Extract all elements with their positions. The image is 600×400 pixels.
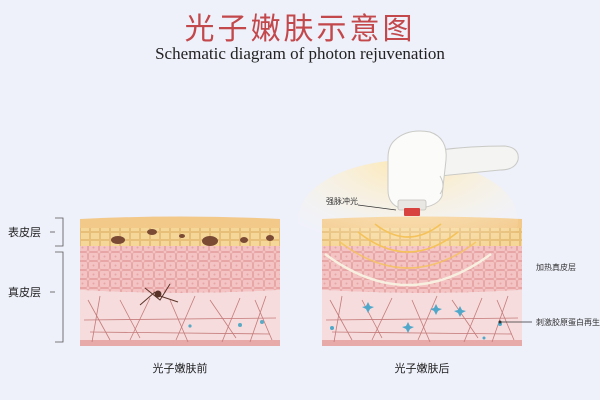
label-pulsed-light: 强脉冲光 [326, 197, 358, 206]
title-chinese: 光子嫩肤示意图 [184, 12, 416, 47]
skin-before [80, 216, 280, 346]
ipl-handpiece [387, 130, 519, 216]
label-collagen-regeneration: 刺激胶原蛋白再生 [536, 318, 600, 327]
pigment-spots [111, 229, 274, 246]
light-waves [324, 223, 492, 287]
skin-after [298, 160, 522, 346]
title-english: Schematic diagram of photon rejuvenation [155, 44, 445, 63]
layer-bracket [50, 217, 64, 343]
label-heat-dermis: 加热真皮层 [536, 263, 576, 272]
collagen-fibers-after [325, 295, 519, 343]
collagen-fibers [83, 295, 277, 343]
annotation-pointers [357, 204, 532, 323]
light-glow [298, 160, 518, 280]
label-dermis: 真皮层 [8, 286, 41, 299]
caption-after: 光子嫩肤后 [394, 362, 450, 375]
label-epidermis: 表皮层 [8, 226, 41, 239]
caption-before: 光子嫩肤前 [152, 362, 208, 375]
fibroblast-cells [188, 320, 264, 328]
damaged-tissue [139, 283, 179, 306]
